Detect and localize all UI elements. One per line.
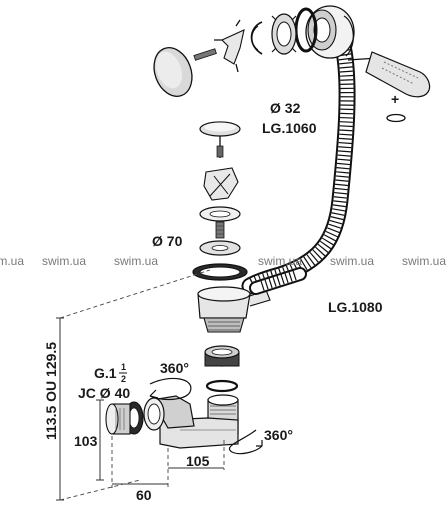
drain-nut-threaded: [204, 345, 240, 367]
overflow-inner-gear-ring: [271, 13, 297, 55]
dimension-lines: [56, 269, 225, 501]
watermark-text: swim.ua: [0, 254, 24, 268]
rotation-arrow-upper: [149, 377, 192, 401]
label-rotation-lower: 360°: [264, 427, 293, 443]
label-thread-fraction-num: 1: [121, 362, 126, 372]
label-diameter-70: Ø 70: [152, 233, 183, 249]
watermark-text: swim.ua: [402, 254, 446, 268]
label-rotation-upper: 360°: [160, 360, 189, 376]
overflow-clip-ring: [250, 21, 263, 55]
rotation-arrow-lower: [229, 429, 263, 455]
plug-stem: [216, 136, 224, 158]
label-length-1080: LG.1080: [328, 299, 383, 315]
label-dim-105: 105: [186, 453, 210, 469]
watermark-text: swim.ua: [258, 254, 302, 268]
overflow-cover-cap: [153, 47, 193, 97]
label-jc-diameter-40: JC Ø 40: [78, 385, 130, 401]
drain-flange-gasket: [192, 263, 248, 281]
label-height-range: 113.5 OU 129.5: [43, 342, 59, 440]
washer-ring: [205, 379, 239, 393]
label-diameter-32: Ø 32: [270, 100, 301, 116]
overflow-flexible-hose: [241, 33, 356, 295]
overflow-screw: [193, 48, 217, 61]
label-plus: +: [391, 91, 399, 107]
label-dim-103: 103: [74, 433, 98, 449]
outlet-adapter-jc-40: [105, 403, 131, 435]
drain-grid-disc: [199, 206, 241, 222]
label-dim-60: 60: [136, 487, 152, 503]
label-length-1060: LG.1060: [262, 120, 317, 136]
watermark-text: swim.ua: [42, 254, 86, 268]
plug-spider-bracket: [203, 167, 239, 201]
drain-bolt: [215, 221, 225, 239]
watermark-text: swim.ua: [114, 254, 158, 268]
drain-body-funnel: [197, 286, 271, 333]
small-o-ring: [386, 113, 406, 123]
hose-connector-to-drain: [249, 267, 307, 295]
elbow-outlet: [143, 395, 195, 431]
overflow-cross-bracket: [214, 19, 245, 73]
label-thread-spec: G.1: [94, 365, 117, 381]
drain-top-ring: [199, 240, 241, 256]
drain-plug-cap: [199, 121, 241, 137]
watermark-row: swim.ua swim.ua swim.ua swim.ua swim.ua …: [0, 254, 446, 268]
control-cable-handle: [347, 51, 431, 98]
watermark-text: swim.ua: [330, 254, 374, 268]
label-thread-fraction-den: 2: [121, 374, 126, 384]
